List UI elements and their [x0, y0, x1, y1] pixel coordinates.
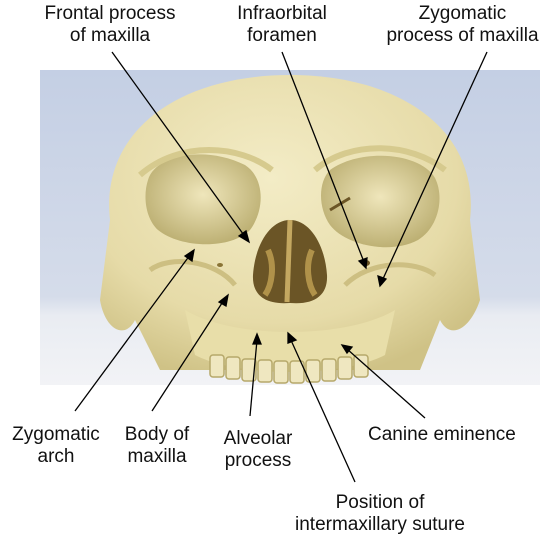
skull-photo: [40, 70, 540, 385]
label-body-of-maxilla: Body of maxilla: [124, 424, 190, 467]
label-canine-eminence: Canine eminence: [368, 424, 516, 445]
label-zygomatic-arch: Zygomatic arch: [12, 424, 100, 467]
label-alveolar-process: Alveolar process: [223, 428, 293, 471]
label-infraorbital-foramen: Infraorbital foramen: [237, 3, 327, 46]
label-intermaxillary-suture: Position of intermaxillary suture: [295, 492, 465, 535]
left-orbit: [145, 154, 261, 245]
label-frontal-process: Frontal process of maxilla: [44, 3, 176, 46]
label-zygomatic-process: Zygomatic process of maxilla: [386, 3, 539, 46]
